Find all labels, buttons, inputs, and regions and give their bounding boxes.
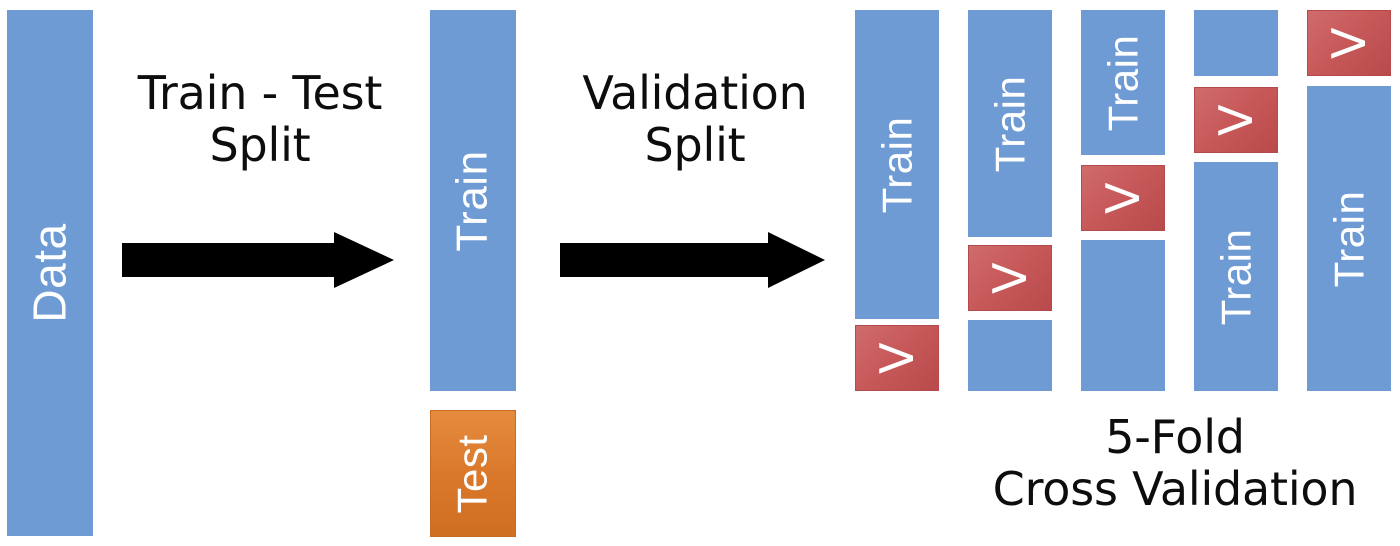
validation-chevron-icon: V (1322, 27, 1376, 59)
train-bar-label: Train (448, 149, 497, 252)
fold-3-train-block: Train (1081, 10, 1165, 155)
fold-4-train-block: Train (1194, 162, 1278, 391)
fold-2-train-block (968, 320, 1052, 391)
fold-5-train-block-label: Train (1325, 190, 1373, 287)
validation-chevron-icon: V (870, 342, 924, 374)
fold-1-train-block: Train (855, 10, 939, 319)
train-test-split-arrow (122, 232, 394, 288)
fold-4-train-block (1194, 10, 1278, 76)
validation-chevron-icon: V (1096, 182, 1150, 214)
fold-2-train-block-label: Train (986, 75, 1034, 172)
fold-1-validation-block: V (855, 325, 939, 391)
data-bar: Data (7, 10, 93, 536)
fold-2-train-block: Train (968, 10, 1052, 237)
fold-5-validation-block: V (1307, 10, 1391, 76)
fold-5-train-block: Train (1307, 86, 1391, 391)
validation-chevron-icon: V (983, 262, 1037, 294)
five-fold-cross-validation-label: 5-Fold Cross Validation (992, 410, 1358, 516)
test-bar: Test (430, 410, 516, 537)
fold-3-validation-block: V (1081, 165, 1165, 231)
fold-1-train-block-label: Train (873, 116, 921, 213)
fold-3-train-block-label: Train (1099, 34, 1147, 131)
train-test-split-label: Train - Test Split (137, 66, 383, 172)
test-bar-label: Test (449, 433, 496, 514)
data-bar-label: Data (24, 223, 77, 323)
fold-4-train-block-label: Train (1212, 228, 1260, 325)
validation-split-label: Validation Split (582, 66, 808, 172)
fold-4-validation-block: V (1194, 87, 1278, 153)
fold-2-validation-block: V (968, 245, 1052, 311)
validation-split-arrow (560, 232, 825, 288)
train-bar: Train (430, 10, 516, 391)
fold-3-train-block (1081, 240, 1165, 391)
validation-chevron-icon: V (1209, 104, 1263, 136)
